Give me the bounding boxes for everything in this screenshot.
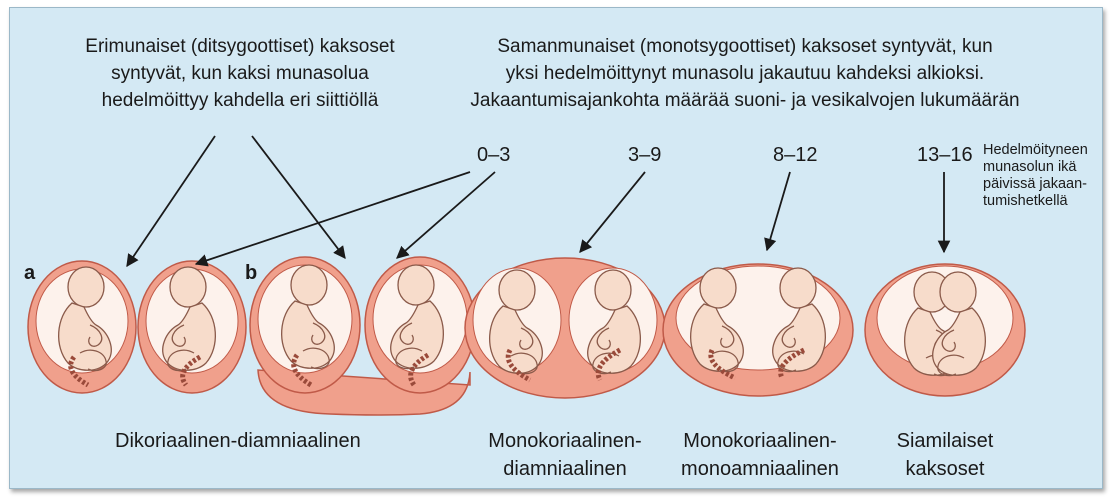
label-monochorionic-monoamniotic: Monokoriaalinen- monoamniaalinen <box>660 427 860 483</box>
day-range-3-9: 3–9 <box>628 144 661 167</box>
monozygotic-line-3: Jakaantumisajankohta määrää suoni- ja ve… <box>455 87 1035 114</box>
sac-mono-mono-fetus-left-head <box>700 268 736 308</box>
note-line-3: päivissä jakaan- <box>983 176 1098 193</box>
sac-mono-di-fetus-left-head <box>499 270 535 310</box>
monozygotic-description: Samanmunaiset (monotsygoottiset) kaksose… <box>455 33 1035 114</box>
sac-conjoined-fetus-right-head <box>940 272 976 312</box>
arrow-dizygotic-to-a <box>127 136 215 266</box>
mono-monoamniotic-line-2: monoamniaalinen <box>660 455 860 483</box>
mono-monoamniotic-line-1: Monokoriaalinen- <box>660 427 860 455</box>
arrow-8-12-to-mono-mono <box>767 172 790 250</box>
panel-tag-b: b <box>245 262 257 285</box>
sac-b-right-fetus-head <box>398 265 434 305</box>
dizygotic-line-1: Erimunaiset (ditsygoottiset) kaksoset <box>60 33 420 60</box>
day-range-8-12: 8–12 <box>773 144 818 167</box>
note-line-2: munasolun ikä <box>983 159 1098 176</box>
day-range-note: Hedelmöityneen munasolun ikä päivissä ja… <box>983 142 1098 210</box>
day-range-13-16: 13–16 <box>917 144 973 167</box>
sac-mono-di-fetus-right-head <box>595 270 631 310</box>
sac-a-left-fetus-head <box>68 267 104 307</box>
conjoined-line-1: Siamilaiset <box>870 427 1020 455</box>
sac-a-right-fetus-head <box>170 267 206 307</box>
day-range-0-3: 0–3 <box>477 144 510 167</box>
arrow-0-3-to-b <box>397 172 495 258</box>
note-line-1: Hedelmöityneen <box>983 142 1098 159</box>
sac-mono-mono-fetus-right-head <box>780 268 816 308</box>
mono-diamniotic-line-2: diamniaalinen <box>465 455 665 483</box>
dizygotic-line-3: hedelmöittyy kahdella eri siittiöllä <box>60 87 420 114</box>
sac-b-left-fetus-head <box>291 265 327 305</box>
arrow-3-9-to-mono-di <box>580 172 645 252</box>
monozygotic-line-1: Samanmunaiset (monotsygoottiset) kaksose… <box>455 33 1035 60</box>
label-monochorionic-diamniotic: Monokoriaalinen- diamniaalinen <box>465 427 665 483</box>
label-dichorionic-diamniotic: Dikoriaalinen-diamniaalinen <box>115 427 361 455</box>
monozygotic-line-2: yksi hedelmöittynyt munasolu jakautuu ka… <box>455 60 1035 87</box>
dizygotic-description: Erimunaiset (ditsygoottiset) kaksoset sy… <box>60 33 420 114</box>
arrow-0-3-to-a <box>196 172 470 264</box>
mono-diamniotic-line-1: Monokoriaalinen- <box>465 427 665 455</box>
conjoined-line-2: kaksoset <box>870 455 1020 483</box>
dizygotic-line-2: syntyvät, kun kaksi munasolua <box>60 60 420 87</box>
panel-tag-a: a <box>24 262 35 285</box>
label-conjoined-twins: Siamilaiset kaksoset <box>870 427 1020 483</box>
note-line-4: tumishetkellä <box>983 193 1098 210</box>
